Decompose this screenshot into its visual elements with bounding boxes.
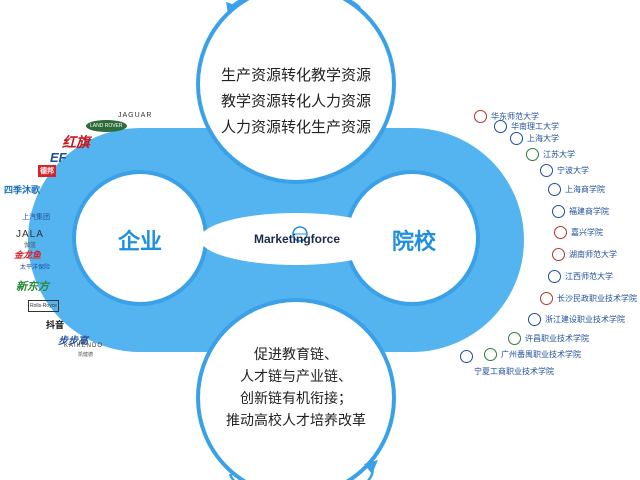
jaguar-logo: JAGUAR <box>118 112 153 119</box>
university-item: 长沙民政职业技术学院 <box>540 292 637 305</box>
university-name: 嘉兴学院 <box>571 228 603 237</box>
university-name: 华南理工大学 <box>511 122 559 131</box>
university-name: 华东师范大学 <box>491 112 539 121</box>
university-name: 江西师范大学 <box>565 272 613 281</box>
university-seal-icon <box>508 332 521 345</box>
university-item: 广州番禺职业技术学院 <box>484 348 581 361</box>
university-name: 许昌职业技术学院 <box>525 334 589 343</box>
university-seal-icon <box>548 183 561 196</box>
top-circle-text: 生产资源转化教学资源 教学资源转化人力资源 人力资源转化生产资源 <box>206 62 386 140</box>
rolls-royce-logo: Rolls-Royce <box>28 300 59 312</box>
marketingforce-logo: Marketingforce <box>254 232 341 246</box>
bottom-line: 创新链有机衔接； <box>240 391 352 407</box>
jala-cn-logo: 伽蓝 <box>24 243 37 249</box>
top-line: 教学资源转化人力资源 <box>220 92 371 110</box>
siji-muge-logo: 四季沐歌 <box>4 185 41 195</box>
university-name: 宁夏工商职业技术学院 <box>474 367 554 376</box>
top-circle-bg <box>196 0 396 184</box>
university-seal-icon <box>554 226 567 239</box>
hongqi-logo: 红旗 <box>62 134 90 150</box>
top-line: 生产资源转化教学资源 <box>220 66 371 84</box>
deppon-logo: 德邦 <box>38 165 56 177</box>
university-seal-icon <box>510 132 523 145</box>
university-seal-icon <box>494 120 507 133</box>
university-item: 江苏大学 <box>526 148 575 161</box>
top-arrow-head <box>226 2 238 14</box>
bottom-line: 推动高校人才培养改革 <box>226 413 366 429</box>
top-line: 人力资源转化生产资源 <box>220 118 371 136</box>
university-item: 湖南师范大学 <box>552 248 617 261</box>
douyin-logo: 抖音 <box>46 320 65 330</box>
kaikendo-cn-logo: 凯健德 <box>78 352 94 358</box>
university-seal-icon <box>526 148 539 161</box>
enterprise-label: 企业 <box>118 230 163 255</box>
university-seal-icon <box>552 248 565 261</box>
university-item: 宁波大学 <box>540 164 589 177</box>
university-item: 福建商学院 <box>552 205 609 218</box>
university-name: 宁波大学 <box>557 166 589 175</box>
jinlongyu-logo: 金龙鱼 <box>14 250 42 260</box>
university-seal-icon <box>548 270 561 283</box>
bottom-circle-text: 促进教育链、 人才链与产业链、 创新链有机衔接； 推动高校人才培养改革 <box>206 344 386 432</box>
university-item: 浙江建设职业技术学院 <box>528 313 625 326</box>
university-name: 广州番禺职业技术学院 <box>501 350 581 359</box>
saic-logo: 上汽集团 <box>22 214 50 221</box>
university-item: 上海大学 <box>510 132 559 145</box>
university-seal-icon <box>484 348 497 361</box>
university-seal-icon <box>460 350 473 363</box>
university-name: 江苏大学 <box>543 150 575 159</box>
land-rover-logo: LAND ROVER <box>86 120 127 132</box>
university-item <box>460 350 473 363</box>
university-item: 许昌职业技术学院 <box>508 332 589 345</box>
university-name: 长沙民政职业技术学院 <box>557 294 637 303</box>
university-name: 浙江建设职业技术学院 <box>545 315 625 324</box>
university-name: 湖南师范大学 <box>569 250 617 259</box>
university-seal-icon <box>528 313 541 326</box>
university-seal-icon <box>474 110 487 123</box>
bottom-line: 促进教育链、 <box>254 347 338 363</box>
new-oriental-logo: 新东方 <box>16 281 49 293</box>
bottom-circle-bg <box>196 298 396 480</box>
cpic-logo: 太平洋保险 <box>20 265 51 271</box>
ef-logo: EF <box>50 150 67 165</box>
bbk-logo: 步步高 <box>58 336 88 347</box>
university-name: 福建商学院 <box>569 207 609 216</box>
bottom-arrow-head <box>364 460 378 474</box>
kaikendo-logo: KAIKENDO <box>64 343 104 349</box>
university-seal-icon <box>540 292 553 305</box>
university-item: 华南理工大学 <box>494 120 559 133</box>
university-seal-icon <box>540 164 553 177</box>
bottom-line: 人才链与产业链、 <box>240 369 352 385</box>
university-item: 江西师范大学 <box>548 270 613 283</box>
university-item: 上海商学院 <box>548 183 605 196</box>
university-name: 上海商学院 <box>565 185 605 194</box>
university-item: 华东师范大学 <box>474 110 539 123</box>
university-seal-icon <box>552 205 565 218</box>
university-name: 上海大学 <box>527 134 559 143</box>
university-item: 宁夏工商职业技术学院 <box>474 366 554 377</box>
jala-logo: JALA <box>16 229 44 240</box>
university-item: 嘉兴学院 <box>554 226 603 239</box>
college-label: 院校 <box>392 230 437 255</box>
infinity-loop <box>28 0 524 480</box>
